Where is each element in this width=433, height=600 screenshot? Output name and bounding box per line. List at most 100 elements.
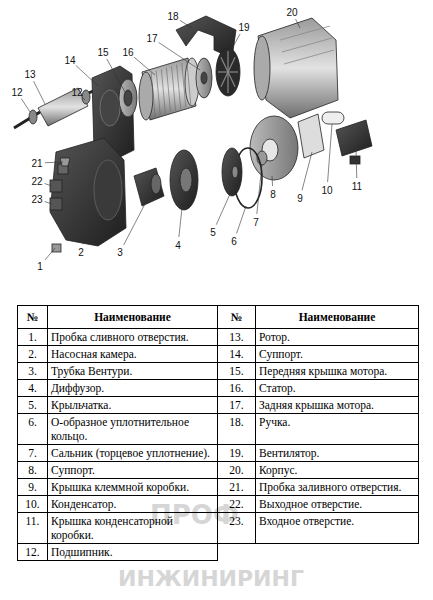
- callout-number: 5: [210, 227, 216, 238]
- table-cell: 19.: [218, 445, 256, 462]
- leader-line: [159, 42, 200, 70]
- table-cell: Крыльчатка.: [48, 397, 218, 414]
- part-name: Выходное отверстие.: [259, 498, 362, 510]
- table-row: №Наименование№Наименование: [18, 306, 419, 329]
- part-name: Суппорт.: [259, 348, 303, 360]
- bearing: [29, 110, 37, 124]
- part-name: Наименование: [94, 311, 171, 323]
- part-name: Трубка Вентури.: [51, 365, 132, 377]
- leader-line: [296, 19, 300, 28]
- diffuser: [170, 150, 198, 210]
- leader-line: [230, 34, 240, 52]
- part-number: 20.: [229, 464, 243, 476]
- venturi-tube: [134, 168, 164, 206]
- part-name: Вентилятор.: [259, 447, 319, 459]
- callout-number: 16: [122, 47, 133, 58]
- part-number: 11.: [26, 515, 40, 527]
- callout-number: 20: [286, 7, 297, 18]
- table-cell: Пробка заливного отверстия.: [256, 479, 419, 496]
- part-number: 7.: [28, 447, 37, 459]
- part-name: Сальник (торцевое уплотнение).: [51, 447, 210, 459]
- part-number: 12.: [25, 546, 39, 558]
- part-name: Задняя крышка мотора.: [259, 399, 374, 411]
- table-row: 3.Трубка Вентури.15.Передняя крышка мото…: [18, 363, 419, 380]
- part-name: Пробка сливного отверстия.: [51, 331, 189, 343]
- callout-number: 3: [117, 247, 123, 258]
- callout-number: 21: [31, 158, 42, 169]
- table-cell: Пробка сливного отверстия.: [48, 329, 218, 346]
- part-name: О-образное уплотнительное кольцо.: [51, 416, 189, 442]
- callout-number: 13: [24, 69, 35, 80]
- table-cell: Корпус.: [256, 462, 419, 479]
- table-cell: №: [18, 306, 48, 329]
- leader-line: [45, 202, 52, 204]
- part-number: 9.: [28, 481, 37, 493]
- table-row: 2.Насосная камера.14.Суппорт.: [18, 346, 419, 363]
- bearing: [82, 90, 90, 104]
- table-cell: 10.: [18, 496, 48, 513]
- stator: [139, 58, 199, 120]
- part-name: Входное отверстие.: [259, 515, 354, 527]
- callout-number: 23: [31, 194, 42, 205]
- part-number: 17.: [229, 399, 243, 411]
- leader-line: [45, 162, 63, 164]
- table-cell: 8.: [18, 462, 48, 479]
- table-cell: Крышка клеммной коробки.: [48, 479, 218, 496]
- table-cell: 5.: [18, 397, 48, 414]
- pump-chamber: [50, 138, 126, 246]
- part-number: 6.: [28, 416, 37, 428]
- callout-number: 9: [297, 193, 303, 204]
- part-number: 22.: [229, 498, 243, 510]
- leader-line: [216, 194, 230, 225]
- part-name: Насосная камера.: [51, 348, 137, 360]
- table-cell: 13.: [218, 329, 256, 346]
- table-cell: 2.: [18, 346, 48, 363]
- callout-number: 22: [31, 176, 42, 187]
- callout-number: 2: [78, 247, 84, 258]
- leader-line: [34, 81, 45, 104]
- part-name: Подшипник.: [51, 546, 113, 558]
- part-name: Крышка клеммной коробки.: [51, 481, 189, 493]
- leader-line: [107, 59, 125, 92]
- leader-line: [328, 124, 332, 182]
- leader-line: [179, 208, 182, 237]
- table-cell: Ручка.: [256, 414, 419, 445]
- table-cell: Входное отверстие.: [256, 513, 419, 544]
- callout-number: 19: [238, 22, 249, 33]
- table-cell: 12.: [18, 544, 48, 561]
- part-name: Передняя крышка мотора.: [259, 365, 387, 377]
- table-cell: Вентилятор.: [256, 445, 419, 462]
- table-cell: 7.: [18, 445, 48, 462]
- rotor: [14, 88, 100, 128]
- leader-line: [237, 206, 246, 233]
- leader-line: [272, 176, 274, 186]
- leader-line: [83, 240, 84, 244]
- pump-exploded-view: [0, 0, 433, 300]
- impeller: [222, 148, 242, 196]
- table-cell: Трубка Вентури.: [48, 363, 218, 380]
- table-cell: 23.: [218, 513, 256, 544]
- callout-number: 8: [270, 189, 276, 200]
- leader-line: [45, 184, 52, 186]
- part-number: 4.: [28, 382, 37, 394]
- part-name: Статор.: [259, 382, 296, 394]
- part-number: 8.: [28, 464, 37, 476]
- support-disc: [250, 116, 298, 180]
- part-name: Суппорт.: [51, 464, 95, 476]
- part-name: Ручка.: [259, 416, 290, 428]
- part-name: Крыльчатка.: [51, 399, 111, 411]
- table-cell: 4.: [18, 380, 48, 397]
- terminal-box-cover: [298, 114, 324, 158]
- part-name: Ротор.: [259, 331, 290, 343]
- part-number: №: [231, 311, 243, 323]
- table-cell: 22.: [218, 496, 256, 513]
- part-number: 3.: [28, 365, 37, 377]
- table-row: 5.Крыльчатка. 17. Задняя крышка мотора.: [18, 397, 419, 414]
- leader-line: [83, 98, 85, 100]
- table-row: 9.Крышка клеммной коробки.21.Пробка зали…: [18, 479, 419, 496]
- callout-number: 4: [175, 240, 181, 251]
- table-row: 4.Диффузор.16.Статор.: [18, 380, 419, 397]
- leader-line: [21, 99, 30, 112]
- table-cell: Передняя крышка мотора.: [256, 363, 419, 380]
- table-cell: Суппорт.: [48, 462, 218, 479]
